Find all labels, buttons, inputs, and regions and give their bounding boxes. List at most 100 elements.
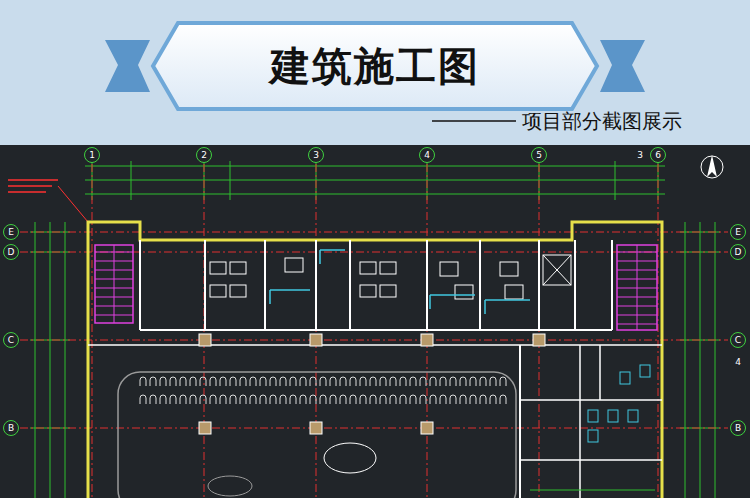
axis-line xyxy=(20,340,728,341)
axis-number: C xyxy=(735,336,741,345)
partition-line xyxy=(269,290,271,304)
axis-number: 6 xyxy=(655,151,661,160)
dimension-line xyxy=(715,222,716,498)
partition-line xyxy=(484,300,486,314)
leader-line xyxy=(58,186,88,222)
seat-symbol xyxy=(470,377,476,386)
banner-wing xyxy=(105,40,150,92)
seat-symbol xyxy=(300,377,306,386)
desk-symbol xyxy=(380,285,396,297)
inner-wall xyxy=(264,240,266,330)
cad-drawing xyxy=(8,155,728,498)
stair-symbol xyxy=(617,245,657,330)
axis-bubble: 4 xyxy=(419,147,435,163)
seat-symbol xyxy=(470,395,476,404)
axis-bubble: B xyxy=(3,420,19,436)
seat-symbol xyxy=(400,377,406,386)
inner-wall xyxy=(520,459,662,461)
elevator-symbol xyxy=(543,255,571,285)
desk-symbol xyxy=(440,262,458,276)
seat-symbol xyxy=(300,395,306,404)
axis-bubble: 2 xyxy=(196,147,212,163)
desk-symbol xyxy=(500,262,518,276)
title-text: 建筑施工图 xyxy=(270,39,480,94)
inner-wall xyxy=(519,345,521,498)
inner-wall xyxy=(315,240,317,330)
seat-symbol xyxy=(140,395,146,404)
toilet-symbol xyxy=(628,410,638,422)
inner-wall xyxy=(538,240,540,330)
seat-symbol xyxy=(370,377,376,386)
axis-bubble: C xyxy=(3,332,19,348)
note-mark xyxy=(8,191,46,193)
caption-rule xyxy=(432,120,516,122)
column-symbol xyxy=(199,422,211,434)
axis-number: C xyxy=(8,336,14,345)
seat-symbol xyxy=(170,377,176,386)
toilet-symbol xyxy=(588,430,598,442)
axis-number: 1 xyxy=(89,151,95,160)
seat-symbol xyxy=(310,377,316,386)
seat-symbol xyxy=(260,377,266,386)
partition-line xyxy=(320,249,345,251)
axis-label: 3 xyxy=(637,151,643,160)
seat-symbol xyxy=(370,395,376,404)
seat-symbol xyxy=(490,395,496,404)
axis-bubble: 3 xyxy=(308,147,324,163)
seat-symbol xyxy=(500,377,506,386)
dimension-line xyxy=(35,222,36,498)
column-symbol xyxy=(421,334,433,346)
column-symbol xyxy=(199,334,211,346)
seat-symbol xyxy=(440,377,446,386)
inner-wall xyxy=(204,240,206,330)
seat-symbol xyxy=(400,395,406,404)
cad-ground xyxy=(0,145,750,498)
seat-symbol xyxy=(190,395,196,404)
axis-number: B xyxy=(735,424,741,433)
axis-number: E xyxy=(8,228,14,237)
elevator-symbol xyxy=(543,255,571,285)
axis-bubble: 5 xyxy=(531,147,547,163)
seat-symbol xyxy=(320,395,326,404)
banner-wing xyxy=(600,40,645,92)
elevator-symbol xyxy=(543,255,571,285)
seat-symbol xyxy=(180,395,186,404)
axis-bubble: B xyxy=(730,420,746,436)
column-symbol xyxy=(310,422,322,434)
header-ground xyxy=(0,0,750,145)
toilet-symbol xyxy=(640,365,650,377)
seat-symbol xyxy=(230,395,236,404)
axis-number: D xyxy=(735,248,742,257)
north-arrow xyxy=(701,156,723,178)
seat-symbol xyxy=(240,395,246,404)
seat-symbol xyxy=(330,395,336,404)
inner-wall xyxy=(579,345,581,498)
dimension-line xyxy=(685,222,686,498)
title-banner: 建筑施工图 xyxy=(150,20,600,112)
banner-outline xyxy=(153,23,597,109)
axis-number: 2 xyxy=(201,151,207,160)
table-symbol xyxy=(324,443,376,473)
seat-symbol xyxy=(200,377,206,386)
axis-line xyxy=(20,232,728,233)
seat-symbol xyxy=(280,395,286,404)
seat-symbol xyxy=(220,377,226,386)
seat-symbol xyxy=(180,377,186,386)
seat-symbol xyxy=(450,395,456,404)
stair-symbol xyxy=(637,245,638,330)
seat-symbol xyxy=(360,395,366,404)
inner-wall xyxy=(140,329,612,331)
inner-wall xyxy=(349,240,351,330)
seat-symbol xyxy=(390,377,396,386)
seat-symbol xyxy=(460,395,466,404)
seat-symbol xyxy=(250,395,256,404)
seat-symbol xyxy=(430,395,436,404)
seat-symbol xyxy=(340,377,346,386)
seat-symbol xyxy=(150,377,156,386)
seat-symbol xyxy=(480,395,486,404)
seat-symbol xyxy=(460,377,466,386)
seat-symbol xyxy=(340,395,346,404)
column-symbol xyxy=(310,334,322,346)
seat-symbol xyxy=(210,395,216,404)
